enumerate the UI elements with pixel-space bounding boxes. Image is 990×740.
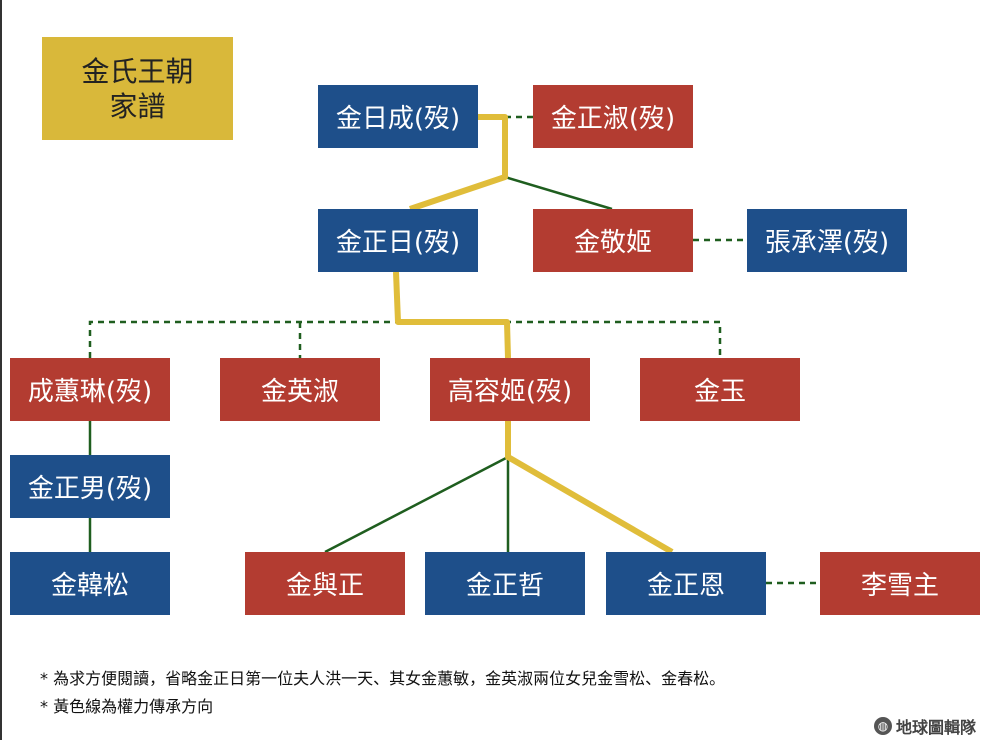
person-kim-jong-nam: 金正男(歿) [10, 455, 170, 518]
person-kim-ok: 金玉 [640, 358, 800, 421]
footnotes: * 為求方便閱讀，省略金正日第一位夫人洪一天、其女金蕙敏，金英淑兩位女兒金雪松、… [40, 665, 725, 721]
person-ko-yong-hui: 高容姬(歿) [430, 358, 590, 421]
power-line-1 [409, 114, 508, 212]
child-line-kim-kyong-hui [504, 175, 613, 211]
title-line-1: 金氏王朝 [81, 54, 194, 88]
person-sung-hye-rim: 成蕙琳(歿) [10, 358, 170, 421]
left-border [0, 0, 2, 740]
diagram-title: 金氏王朝 家譜 [42, 37, 233, 140]
power-line-3 [505, 421, 674, 555]
logo: ◍ 地球圖輯隊 [873, 714, 976, 738]
person-kim-jong-un: 金正恩 [606, 552, 766, 615]
child-line-kim-yo-jong [324, 455, 509, 554]
globe-icon: ◍ [873, 717, 892, 735]
person-jang-song-thaek: 張承澤(歿) [747, 209, 907, 272]
person-kim-yo-jong: 金與正 [245, 552, 405, 615]
person-kim-kyong-hui: 金敬姬 [533, 209, 693, 272]
person-kim-jong-suk: 金正淑(歿) [533, 85, 693, 148]
person-kim-jong-chol: 金正哲 [425, 552, 585, 615]
person-kim-il-sung: 金日成(歿) [318, 85, 478, 148]
logo-text: 地球圖輯隊 [895, 718, 976, 737]
person-kim-han-sol: 金韓松 [10, 552, 170, 615]
power-line-2 [393, 271, 511, 359]
person-kim-young-sook: 金英淑 [220, 358, 380, 421]
person-ri-sol-ju: 李雪主 [820, 552, 980, 615]
footnote-2: * 黃色線為權力傳承方向 [40, 697, 214, 716]
footnote-1: * 為求方便閱讀，省略金正日第一位夫人洪一天、其女金蕙敏，金英淑兩位女兒金雪松、… [40, 669, 726, 688]
spouse-line-kim-jong-il [88, 320, 722, 358]
person-kim-jong-il: 金正日(歿) [318, 209, 478, 272]
title-line-2: 家譜 [109, 89, 166, 123]
